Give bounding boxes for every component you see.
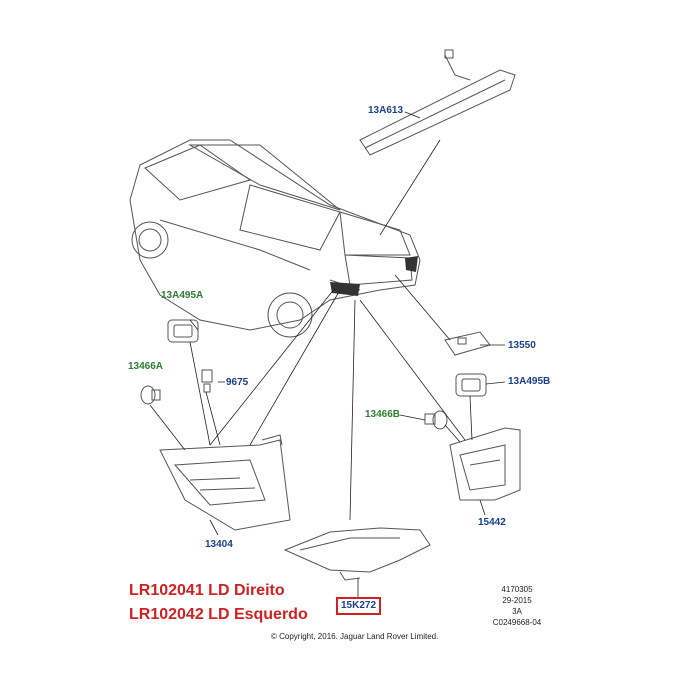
clip-shape bbox=[201, 369, 213, 393]
label-bulb-holder-right: 13A495B bbox=[508, 376, 551, 387]
label-plate-lamp: 13550 bbox=[508, 340, 536, 351]
meta-ref: C0249668-04 bbox=[492, 618, 542, 627]
plate-lamp-shape bbox=[444, 331, 491, 356]
tail-lamp-right-shape bbox=[449, 427, 521, 501]
vehicle-right-lamp bbox=[405, 256, 418, 272]
label-high-mount-stop-lamp: 13A613 bbox=[368, 105, 404, 116]
label-bulb-holder-left: 13A495A bbox=[161, 290, 204, 301]
label-reflector: 15K272 bbox=[336, 597, 382, 615]
bulb-holder-right-shape bbox=[455, 373, 487, 397]
note-line-1: LR102041 LD Direito bbox=[129, 582, 285, 599]
leader-lines bbox=[149, 111, 506, 598]
label-tail-lamp-left: 13404 bbox=[205, 539, 233, 550]
label-bulb-left: 13466A bbox=[128, 361, 164, 372]
meta-code: 3A bbox=[512, 607, 522, 616]
reflector-shape bbox=[283, 527, 431, 581]
bulb-left-shape bbox=[140, 385, 161, 405]
bulb-right-shape bbox=[424, 410, 448, 430]
label-tail-lamp-right: 15442 bbox=[478, 517, 506, 528]
high-mount-stop-lamp-shape bbox=[359, 49, 516, 156]
copyright-text: © Copyright, 2016. Jaguar Land Rover Lim… bbox=[271, 632, 439, 641]
bulb-holder-left-shape bbox=[167, 319, 199, 343]
label-bulb-right: 13466B bbox=[365, 409, 401, 420]
vehicle-left-lamp bbox=[330, 282, 360, 296]
meta-date: 29-2015 bbox=[502, 596, 532, 605]
note-line-2: LR102042 LD Esquerdo bbox=[129, 606, 308, 623]
vehicle-outline bbox=[129, 139, 421, 338]
tail-lamp-left-shape bbox=[159, 434, 291, 531]
label-clip: 9675 bbox=[226, 377, 249, 388]
meta-number: 4170305 bbox=[501, 585, 533, 594]
